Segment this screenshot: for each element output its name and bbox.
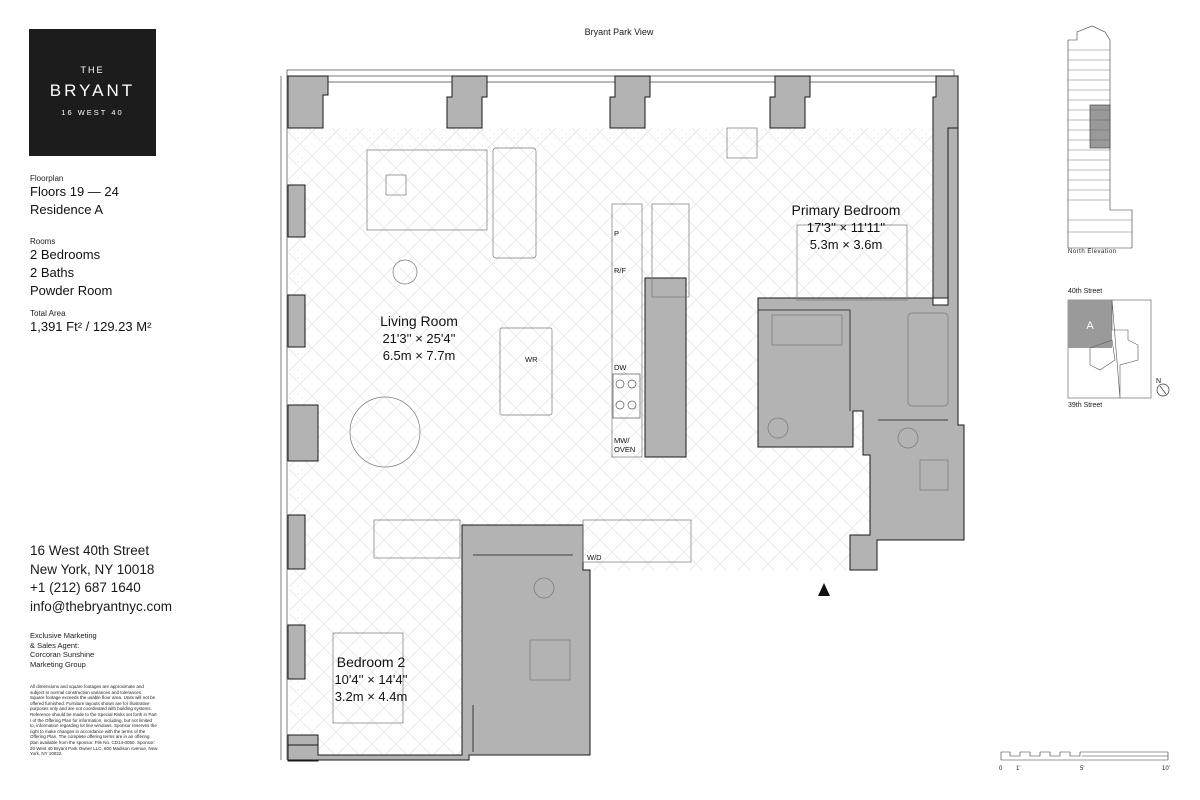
area-value: 1,391 Ft² / 129.23 M² [30, 319, 152, 334]
dining-table [349, 396, 421, 468]
agent-line: Exclusive Marketing [30, 631, 97, 640]
rooms-info: Rooms 2 Bedrooms 2 Baths Powder Room [30, 237, 112, 300]
logo-name: BRYANT [49, 81, 136, 100]
north-elevation [1067, 25, 1133, 249]
scale-tick: 1' [1016, 766, 1021, 772]
fridge-unit [651, 203, 690, 298]
logo-address: 16 WEST 40 [61, 108, 124, 117]
cooktop [612, 373, 641, 419]
legal-disclaimer: All dimensions and square footages are a… [30, 684, 158, 757]
brand-logo: THE BRYANT 16 WEST 40 [29, 29, 156, 156]
key-plan-unit: A [1086, 320, 1094, 332]
scale-tick: 0 [999, 766, 1003, 772]
furniture [332, 127, 949, 724]
microwave-label: MW/ [614, 436, 630, 445]
rooms-item: 2 Bedrooms [30, 247, 101, 262]
vanity [919, 459, 949, 491]
entry-arrow [818, 583, 830, 596]
toilet [897, 427, 919, 449]
contact-street: 16 West 40th Street [30, 543, 150, 558]
walls [287, 75, 965, 762]
residence-value: Residence A [30, 202, 103, 217]
rug [366, 149, 488, 231]
primary-bedroom-name: Primary Bedroom [792, 202, 901, 218]
bedroom-2-name: Bedroom 2 [337, 654, 406, 670]
washer-dryer-label: W/D [587, 553, 602, 562]
living-room-metric: 6.5m × 7.7m [383, 348, 456, 363]
floors-value: Floors 19 — 24 [30, 184, 119, 199]
north-compass [1156, 383, 1170, 397]
nightstand [726, 127, 758, 159]
agent-line: Corcoran Sunshine [30, 650, 95, 659]
contact-block: 16 West 40th Street New York, NY 10018 +… [30, 542, 172, 616]
agent-block: Exclusive Marketing & Sales Agent: Corco… [30, 631, 97, 669]
logo-the: THE [80, 65, 105, 75]
agent-line: Marketing Group [30, 659, 86, 669]
interior-partitions [472, 309, 948, 752]
area-label: Total Area [30, 309, 66, 318]
key-plan: A N [1067, 299, 1170, 399]
vanity [529, 639, 571, 681]
contact-city: New York, NY 10018 [30, 561, 155, 577]
bathtub [907, 312, 949, 407]
living-room-name: Living Room [380, 313, 458, 329]
toilet [533, 577, 555, 599]
lounge-chair [392, 259, 418, 285]
pantry-label: P [614, 229, 619, 238]
primary-bed [796, 224, 908, 301]
scale-tick: 10' [1162, 766, 1170, 772]
scale-bar [1000, 751, 1169, 761]
north-label: N [1156, 378, 1161, 385]
key-north-street: 40th Street [1068, 288, 1103, 295]
double-vanity [771, 314, 843, 346]
room-labels: Primary Bedroom 17'3'' × 11'11'' 5.3m × … [334, 202, 900, 704]
living-room-imperial: 21'3'' × 25'4'' [382, 331, 455, 346]
contact-phone[interactable]: +1 (212) 687 1640 [30, 580, 141, 595]
kitchen-counter [611, 203, 643, 458]
primary-bedroom-imperial: 17'3'' × 11'11'' [807, 220, 885, 235]
key-south-street: 39th Street [1068, 402, 1103, 409]
laundry-counter [582, 519, 692, 563]
rooms-item: Powder Room [30, 283, 113, 298]
bed-2 [332, 632, 404, 724]
oven-label: OVEN [614, 445, 635, 454]
bedroom-2-imperial: 10'4'' × 14'4'' [334, 672, 407, 687]
rooms-label: Rooms [30, 237, 56, 246]
elevation-label: North Elevation [1068, 249, 1117, 255]
view-title: Bryant Park View [584, 27, 654, 37]
toilet [767, 417, 789, 439]
fridge-label: R/F [614, 266, 627, 275]
fixture-labels: P R/F DW MW/ OVEN WR W/D [525, 229, 635, 562]
bench [373, 519, 461, 559]
floorplan-label: Floorplan [30, 174, 64, 183]
kitchen-island [499, 327, 553, 416]
side-table [385, 174, 407, 196]
scale-tick: 5' [1080, 766, 1085, 772]
sofa [492, 147, 537, 259]
floorplan-info: Floorplan Floors 19 — 24 Residence A [30, 174, 119, 219]
contact-email[interactable]: info@thebryantnyc.com [30, 598, 173, 614]
wine-fridge-label: WR [525, 355, 538, 364]
area-info: Total Area 1,391 Ft² / 129.23 M² [30, 309, 151, 336]
agent-line: & Sales Agent: [30, 640, 80, 650]
dishwasher-label: DW [614, 363, 627, 372]
primary-bedroom-metric: 5.3m × 3.6m [810, 237, 883, 252]
bedroom-2-metric: 3.2m × 4.4m [335, 689, 408, 704]
rooms-item: 2 Baths [30, 265, 75, 280]
